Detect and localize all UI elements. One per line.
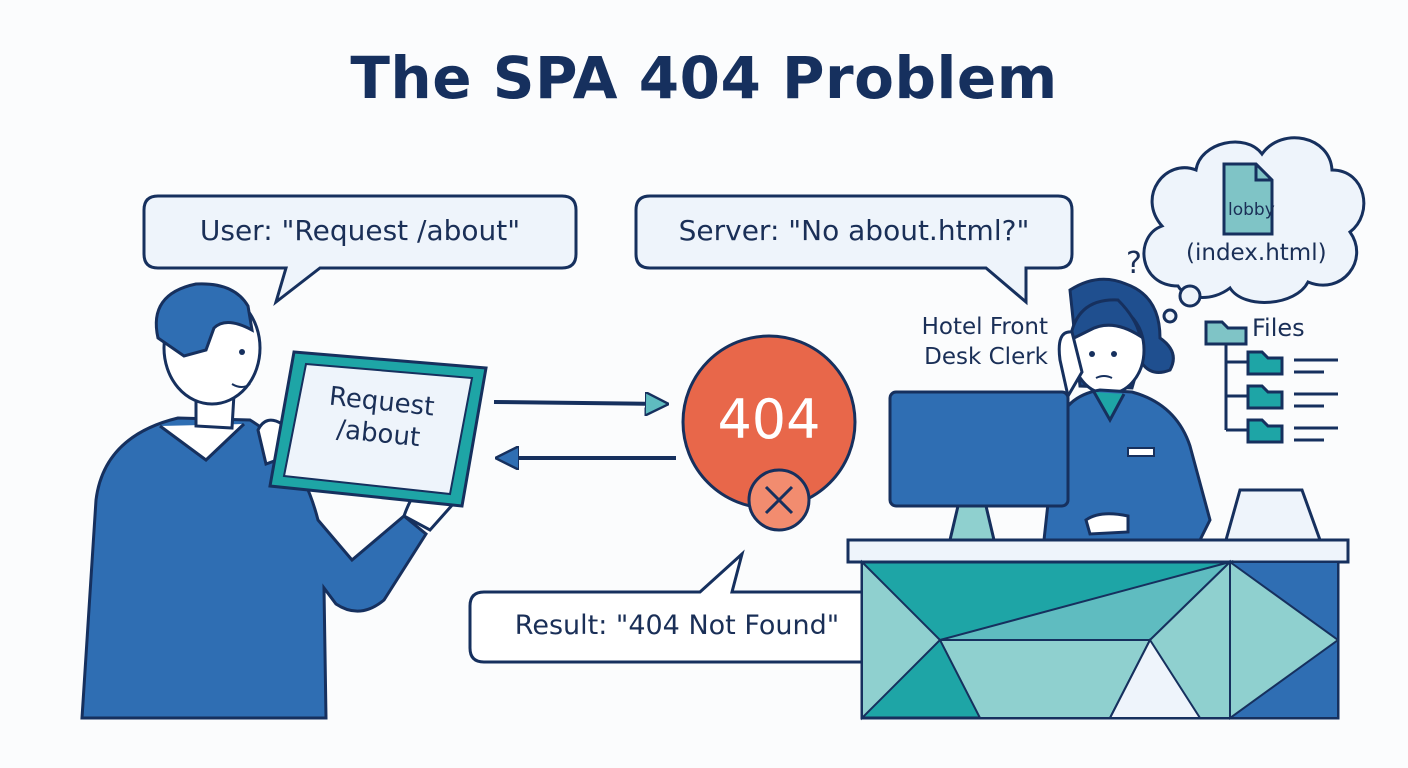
clerk-label: Hotel Front Desk Clerk [898, 312, 1048, 372]
files-label: Files [1252, 314, 1305, 342]
document-icon [1222, 162, 1274, 236]
user-speech-bubble [142, 194, 578, 307]
question-mark: ? [1126, 246, 1142, 281]
files-tree [1204, 320, 1338, 444]
user-bubble-text: User: "Request /about" [199, 214, 521, 247]
folder-icon [1246, 350, 1284, 376]
request-arrow [493, 402, 664, 404]
lobby-file-label: lobby [1228, 200, 1275, 220]
desk-sign [1224, 488, 1323, 542]
result-bubble-text: Result: "404 Not Found" [514, 610, 840, 641]
error-badge [681, 334, 857, 532]
clerk-figure [1042, 277, 1212, 542]
diagram-title: The SPA 404 Problem [350, 44, 1058, 112]
server-bubble-text: Server: "No about.html?" [678, 214, 1030, 247]
folder-icon [1246, 384, 1284, 410]
folder-icon [1246, 418, 1284, 444]
user-figure [80, 282, 464, 720]
clerk-label-line-2: Desk Clerk [924, 344, 1048, 370]
error-x-icon [747, 468, 811, 532]
result-speech-bubble [468, 549, 886, 664]
folder-icon [1204, 320, 1248, 346]
front-desk [846, 538, 1350, 721]
server-speech-bubble [634, 194, 1074, 306]
tablet-device [268, 350, 488, 508]
index-html-caption: (index.html) [1186, 240, 1327, 266]
clerk-label-line-1: Hotel Front [921, 314, 1048, 340]
computer-monitor [888, 390, 1070, 542]
error-code-text: 404 [717, 388, 821, 451]
